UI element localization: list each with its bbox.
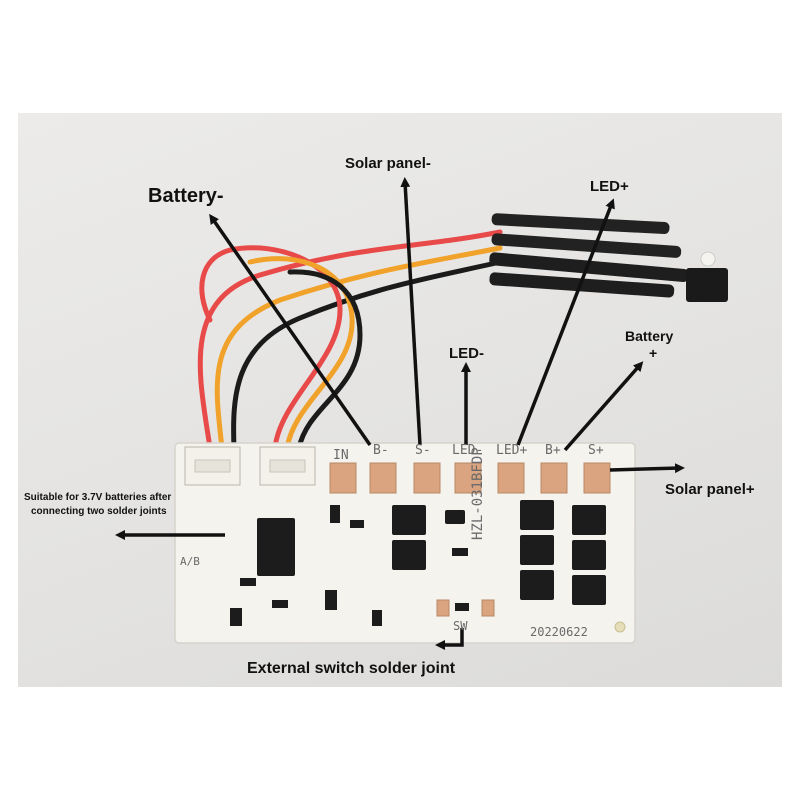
ic-large — [257, 518, 295, 576]
orange-wire-2 — [247, 256, 355, 451]
solder-pad-b-neg — [369, 462, 397, 494]
arrow-solar-neg — [400, 177, 422, 446]
label-solar-panel-positive: Solar panel+ — [665, 481, 755, 498]
solder-pad-s-negpos — [583, 462, 611, 494]
sleeve-2 — [491, 233, 682, 258]
ic-mosfet-7 — [572, 540, 606, 570]
solder-pads — [329, 462, 611, 494]
arrow-solar-pos — [609, 463, 685, 474]
arrow-battery-pos — [563, 361, 644, 452]
jst-connectors — [184, 446, 316, 486]
arrow-led-pos — [516, 198, 615, 446]
switch-pads — [436, 599, 495, 617]
resistor-5 — [272, 600, 288, 608]
ic-mosfet-5 — [520, 570, 554, 600]
ic-chips — [230, 500, 606, 626]
pad-label-led-pos: LED+ — [496, 443, 528, 458]
label-external-switch: External switch solder joint — [247, 660, 456, 677]
pad-label-in: IN — [333, 448, 349, 463]
resistor-3 — [350, 520, 364, 528]
resistor-8 — [230, 608, 242, 626]
ic-mosfet-3 — [520, 500, 554, 530]
label-solar-panel-negative: Solar panel- — [345, 155, 431, 172]
label-led-positive: LED+ — [590, 178, 629, 195]
led-bulb — [700, 251, 716, 267]
pcb-jumper-label: A/B — [180, 555, 200, 568]
solder-pad-led-negpos — [497, 462, 525, 494]
pad-label-s-neg: S- — [415, 443, 431, 458]
black-wire-2 — [287, 269, 363, 451]
label-battery-note-line1: Suitable for 3.7V batteries after — [24, 492, 172, 503]
switch-resistor — [455, 603, 469, 611]
pcb-date-code: 20220622 — [530, 625, 588, 639]
solder-pad-led-neg — [454, 462, 482, 494]
sleeve-1 — [491, 213, 670, 235]
pcb-switch-label: SW — [453, 619, 468, 633]
sleeve-3 — [489, 252, 689, 282]
heat-shrink-sleeves — [489, 213, 728, 302]
pcb-model-label: HZL-031BFDP — [470, 447, 486, 540]
ic-mosfet-6 — [572, 505, 606, 535]
solder-pad-s-neg — [413, 462, 441, 494]
orange-wire — [214, 245, 503, 451]
resistor-4 — [240, 578, 256, 586]
arrow-external-switch — [435, 628, 464, 650]
label-battery-note-line2: connecting two solder joints — [31, 506, 167, 517]
solder-pad-b-negpos — [540, 462, 568, 494]
ic-mosfet-1 — [392, 505, 426, 535]
black-wire — [231, 259, 503, 451]
arrow-battery-neg — [209, 213, 372, 446]
annotation-arrows — [115, 177, 685, 650]
mounting-hole — [614, 621, 626, 633]
wire-harness — [197, 229, 503, 451]
ic-mosfet-2 — [392, 540, 426, 570]
label-battery-negative: Battery- — [148, 185, 224, 207]
solder-pad-in — [329, 462, 357, 494]
pad-label-s-pos: S+ — [588, 443, 604, 458]
inductor — [445, 510, 465, 524]
resistor-6 — [325, 590, 337, 610]
resistor-2 — [330, 505, 340, 523]
label-battery-positive-sign: + — [649, 345, 658, 361]
label-led-negative: LED- — [449, 345, 484, 362]
resistor-1 — [452, 548, 468, 556]
pad-label-b-neg: B- — [373, 443, 389, 458]
ic-mosfet-4 — [520, 535, 554, 565]
red-wire — [197, 229, 503, 451]
label-battery-positive: Battery — [625, 328, 674, 344]
pad-label-b-pos: B+ — [545, 443, 561, 458]
resistor-7 — [372, 610, 382, 626]
pad-label-led-neg: LED- — [452, 443, 484, 458]
led-holder — [686, 268, 728, 302]
ic-mosfet-8 — [572, 575, 606, 605]
